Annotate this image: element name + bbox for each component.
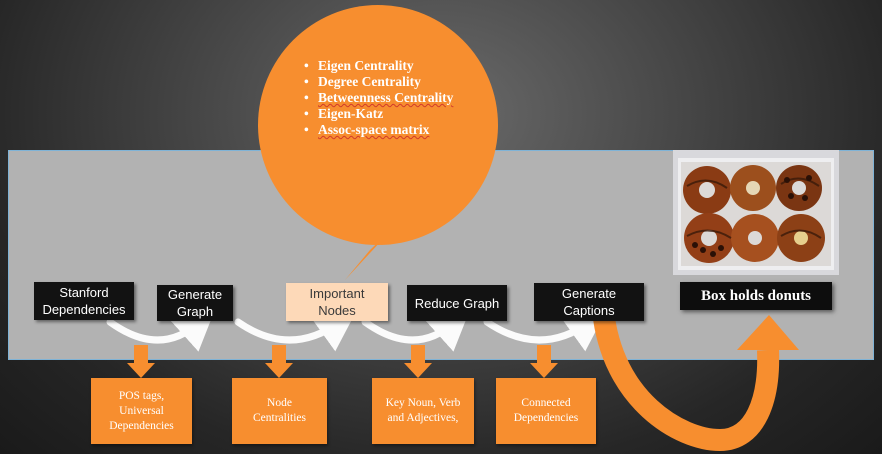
node-generate-graph: Generate Graph <box>157 285 233 321</box>
result-arrow <box>592 308 799 452</box>
down-arrow <box>404 345 432 378</box>
node-important-nodes: Important Nodes <box>286 283 388 321</box>
centrality-list: Eigen Centrality Degree Centrality Betwe… <box>300 58 480 138</box>
node-stanford-dependencies: Stanford Dependencies <box>34 282 134 320</box>
down-arrow <box>127 345 155 378</box>
connector-arrow <box>361 307 471 352</box>
centrality-item: Eigen Centrality <box>300 58 480 74</box>
connector-arrow <box>234 309 358 352</box>
centrality-item: Assoc-space matrix <box>300 122 480 138</box>
result-caption: Box holds donuts <box>680 282 832 310</box>
note-pos-tags: POS tags, Universal Dependencies <box>91 378 192 444</box>
node-generate-captions: Generate Captions <box>534 283 644 321</box>
note-key-words: Key Noun, Verb and Adjectives, <box>372 378 474 444</box>
down-arrow <box>265 345 293 378</box>
donut-box-image <box>673 150 839 275</box>
down-arrow <box>530 345 558 378</box>
centrality-item: Eigen-Katz <box>300 106 480 122</box>
connector-arrow <box>106 307 216 352</box>
note-node-centralities: Node Centralities <box>232 378 327 444</box>
node-reduce-graph: Reduce Graph <box>407 285 507 321</box>
connector-arrow <box>483 309 608 352</box>
centrality-item: Degree Centrality <box>300 74 480 90</box>
centrality-item: Betweenness Centrality <box>300 90 480 106</box>
note-connected-dependencies: Connected Dependencies <box>496 378 596 444</box>
